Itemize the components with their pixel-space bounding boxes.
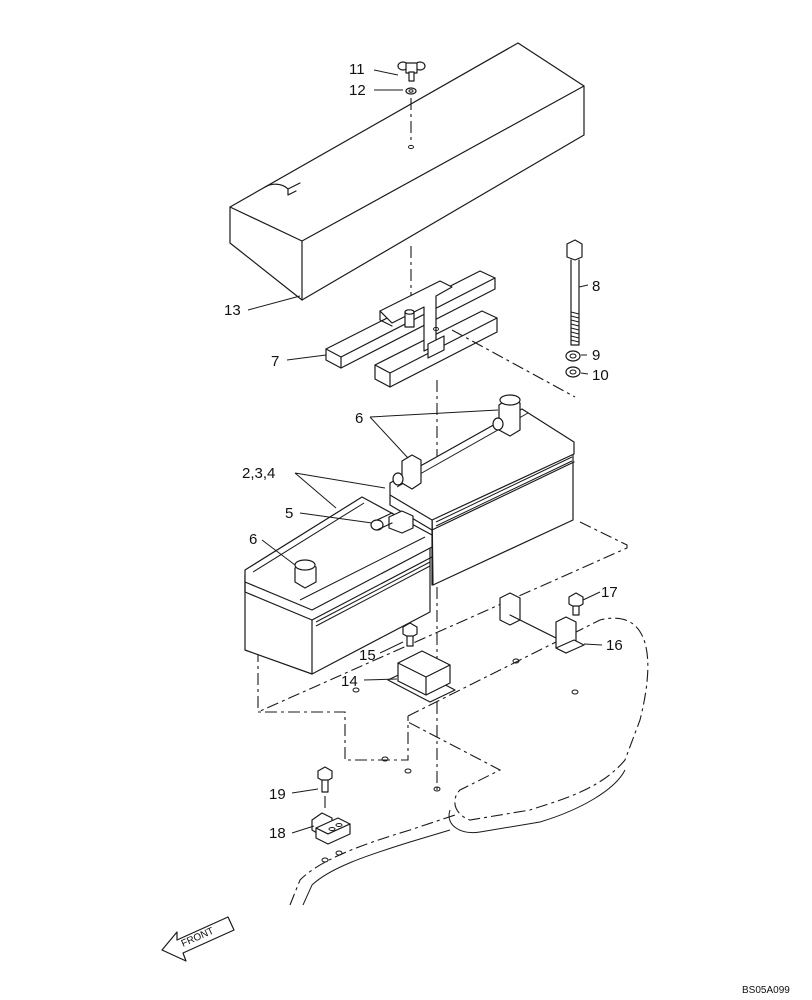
hold-down-bracket — [325, 270, 498, 388]
callout-7: 7 — [271, 353, 279, 370]
front-clamp — [387, 650, 456, 703]
flat-washer — [565, 366, 581, 378]
callout-2-3-4: 2,3,4 — [242, 465, 275, 482]
callout-19: 19 — [269, 786, 286, 803]
front-arrow: FRONT — [161, 916, 235, 962]
bolt-19 — [317, 766, 333, 793]
side-bracket — [311, 812, 351, 845]
callout-13: 13 — [224, 302, 241, 319]
bolt-17 — [568, 592, 584, 616]
callout-12: 12 — [349, 82, 366, 99]
callout-16: 16 — [606, 637, 623, 654]
bolt-15 — [402, 622, 418, 647]
spring-washer — [565, 350, 581, 362]
callout-6-upper: 6 — [355, 410, 363, 427]
battery-cover — [229, 42, 585, 301]
callout-6-lower: 6 — [249, 531, 257, 548]
callout-18: 18 — [269, 825, 286, 842]
callout-8: 8 — [592, 278, 600, 295]
callout-14: 14 — [341, 673, 358, 690]
callout-10: 10 — [592, 367, 609, 384]
callout-15: 15 — [359, 647, 376, 664]
rear-clamp — [499, 592, 585, 654]
long-bolt — [566, 239, 583, 346]
leader-lines — [247, 69, 603, 834]
callout-17: 17 — [601, 584, 618, 601]
battery-tray-outline — [257, 521, 649, 906]
callout-labels: 11 12 8 13 7 9 10 6 2,3,4 5 6 17 16 15 1… — [224, 61, 623, 842]
battery-right — [389, 394, 575, 586]
battery-left — [244, 496, 433, 675]
callout-11: 11 — [349, 61, 365, 78]
washer — [405, 87, 417, 95]
callout-5: 5 — [285, 505, 293, 522]
drawing-code: BS05A099 — [742, 985, 790, 996]
wing-bolt — [397, 61, 426, 82]
callout-9: 9 — [592, 347, 600, 364]
